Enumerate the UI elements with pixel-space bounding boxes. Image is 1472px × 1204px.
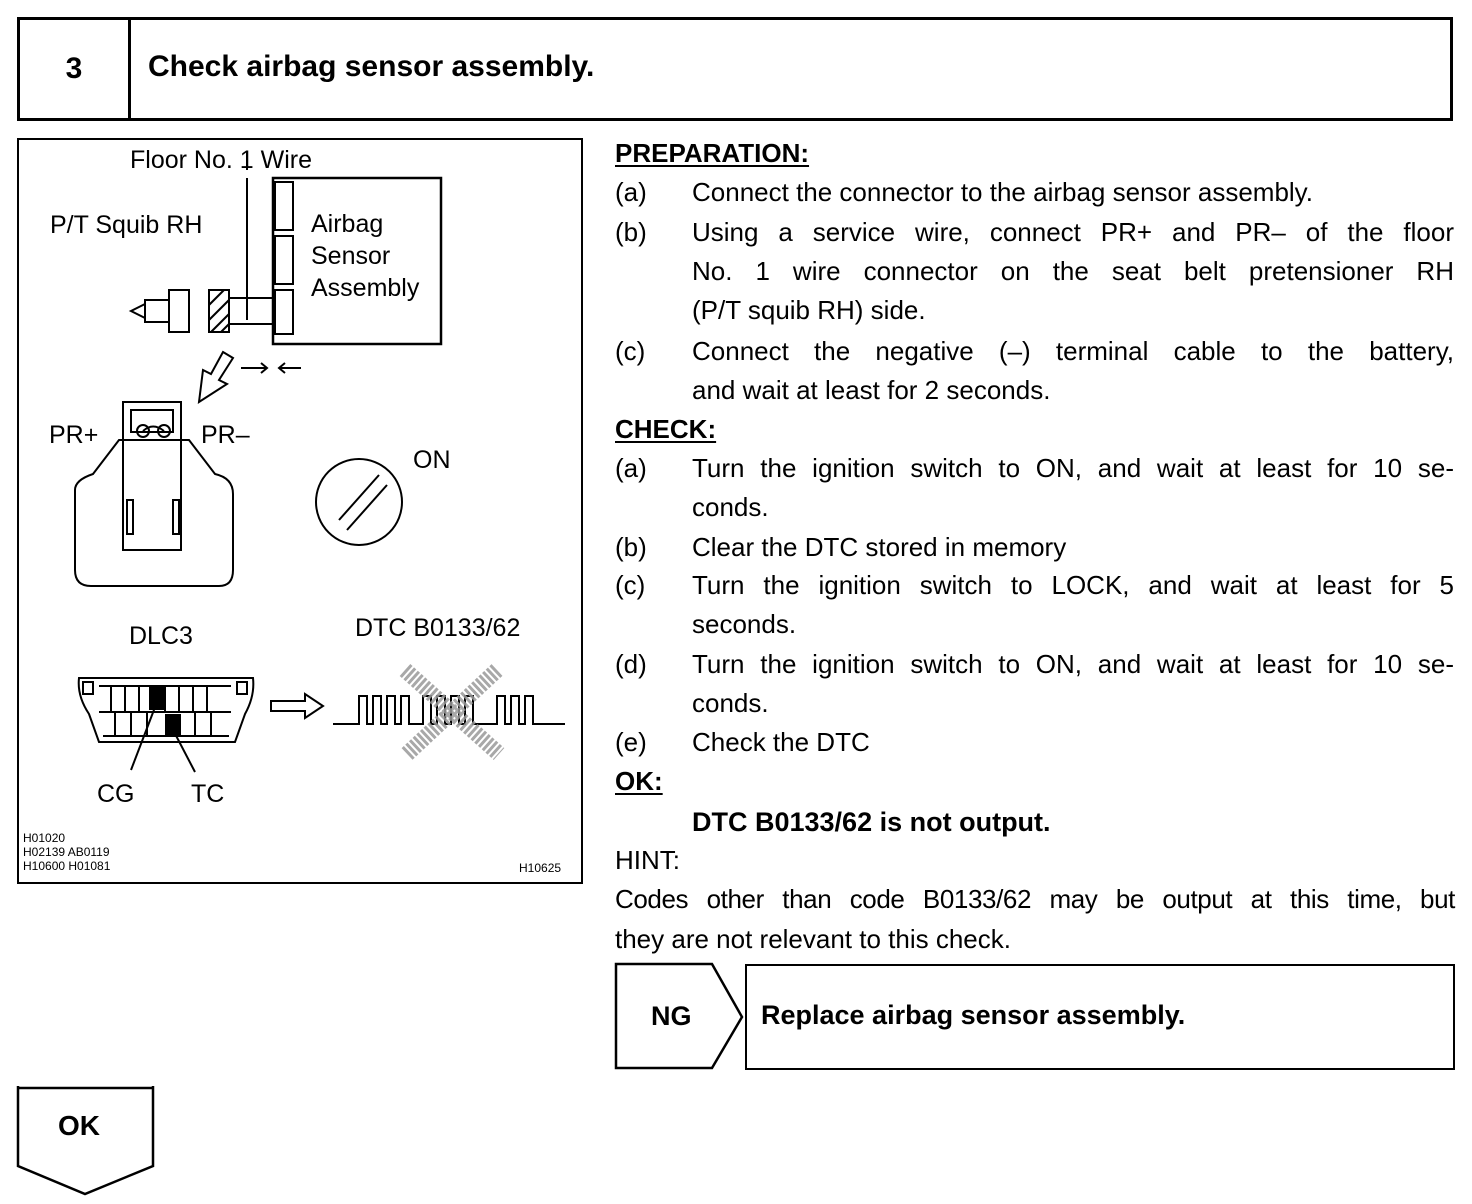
prep-item-a: Connect the connector to the airbag sens…	[692, 173, 1454, 212]
ok-arrow-shape	[16, 1086, 155, 1196]
figure-code-line1: H01020	[23, 831, 66, 845]
floor-wire-label: Floor No. 1 Wire	[130, 146, 312, 174]
check-heading: CHECK:	[615, 414, 717, 444]
check-item-d-line2: conds.	[692, 688, 769, 718]
check-item-b-line1: Clear the DTC stored in memory	[692, 532, 1067, 562]
check-item-c: Turn the ignition switch to LOCK, and wa…	[692, 566, 1454, 644]
ng-action-box: Replace airbag sensor assembly.	[745, 964, 1455, 1070]
squib-label: P/T Squib RH	[50, 211, 203, 239]
figure-ref-code: H10625	[519, 861, 562, 875]
tc-terminal-label: TC	[191, 780, 225, 808]
hint-line1: Codes other than code B0133/62 may be ou…	[615, 884, 1455, 914]
check-item-b-letter: (b)	[615, 532, 647, 562]
preparation-heading: PREPARATION:	[615, 138, 810, 168]
step-number: 3	[20, 20, 131, 118]
prep-item-b-letter: (b)	[615, 217, 647, 247]
ok-result-text: DTC B0133/62 is not output.	[692, 807, 1051, 837]
prep-item-c: Connect the negative (–) terminal cable …	[692, 332, 1454, 410]
check-item-e-line1: Check the DTC	[692, 727, 870, 757]
check-item-d-line1: Turn the ignition switch to ON, and wait…	[692, 649, 1454, 679]
figure-code-line3: H10600 H01081	[23, 859, 111, 873]
prep-item-b: Using a service wire, connect PR+ and PR…	[692, 213, 1454, 330]
check-item-c-letter: (c)	[615, 570, 646, 600]
prep-item-a-line1: Connect the connector to the airbag sens…	[692, 177, 1313, 207]
prep-item-b-line2: No. 1 wire connector on the seat belt pr…	[692, 256, 1454, 286]
hint-line2: they are not relevant to this check.	[615, 924, 1011, 954]
check-item-b: Clear the DTC stored in memory	[692, 528, 1454, 567]
step-header: 3 Check airbag sensor assembly.	[17, 17, 1453, 121]
figure-code-line2: H02139 AB0119	[23, 845, 110, 859]
sensor-label-line1: Airbag	[311, 210, 384, 238]
wiring-diagram	[74, 152, 565, 773]
ng-action-text: Replace airbag sensor assembly.	[761, 1000, 1186, 1030]
sensor-label-line2: Sensor	[311, 242, 391, 270]
ignition-on-label: ON	[413, 446, 451, 474]
sensor-label-line3: Assembly	[311, 274, 420, 302]
illustration-figure: Floor No. 1 Wire P/T Squib RH Airbag Sen…	[17, 138, 583, 884]
check-item-a-line1: Turn the ignition switch to ON, and wait…	[692, 453, 1454, 483]
check-item-c-line2: seconds.	[692, 609, 797, 639]
prep-item-a-letter: (a)	[615, 177, 647, 207]
ok-branch-label: OK	[58, 1110, 100, 1141]
prep-item-c-line1: Connect the negative (–) terminal cable …	[692, 336, 1454, 366]
ng-arrow-shape	[614, 962, 744, 1070]
prep-item-b-line1: Using a service wire, connect PR+ and PR…	[692, 217, 1454, 247]
check-item-a-letter: (a)	[615, 453, 647, 483]
ng-label: NG	[651, 1001, 692, 1031]
hint-heading: HINT:	[615, 845, 680, 875]
pr-minus-label: PR–	[201, 421, 250, 449]
prep-item-b-line3: (P/T squib RH) side.	[692, 295, 926, 325]
check-item-d-letter: (d)	[615, 649, 647, 679]
dtc-label: DTC B0133/62	[355, 614, 521, 642]
check-item-e: Check the DTC	[692, 723, 1454, 762]
ok-heading: OK:	[615, 766, 663, 796]
check-item-d: Turn the ignition switch to ON, and wait…	[692, 645, 1454, 723]
check-item-a: Turn the ignition switch to ON, and wait…	[692, 449, 1454, 527]
pr-plus-label: PR+	[49, 421, 99, 449]
prep-item-c-letter: (c)	[615, 336, 646, 366]
step-title: Check airbag sensor assembly.	[148, 50, 595, 83]
check-item-a-line2: conds.	[692, 492, 769, 522]
check-item-e-letter: (e)	[615, 727, 647, 757]
dlc3-label: DLC3	[129, 622, 193, 650]
check-item-c-line1: Turn the ignition switch to LOCK, and wa…	[692, 570, 1454, 600]
prep-item-c-line2: and wait at least for 2 seconds.	[692, 375, 1051, 405]
cg-terminal-label: CG	[97, 780, 135, 808]
